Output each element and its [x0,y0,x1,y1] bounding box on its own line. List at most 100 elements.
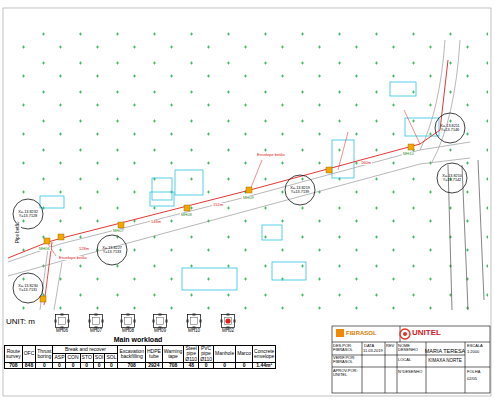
table-cell: 2924 [145,362,162,368]
table-text: PVC pipe Ø110 [200,345,212,362]
manhole-detail: MH09 [147,313,173,334]
table-cell: HDPE tube [145,346,162,363]
manhole-symbol [88,313,104,329]
table-text: SOI [95,354,104,360]
table-cell: 0 [236,362,253,368]
table-cell: 0 [105,362,118,368]
table-cell: 848 [22,362,36,368]
title-cell: 11.03.2019 [363,349,383,353]
table-cell: Excavation backfilling [118,346,145,363]
table-cell: SOI [93,354,105,362]
detail-circles [13,113,467,303]
red-note: Envelope betão [58,256,88,260]
street-name: Pipe betão [16,220,21,244]
table-cell: Concrete envelope [253,346,276,363]
table-text: 708 [169,362,177,368]
manhole-symbol [220,313,236,329]
table-text: Steel pipe Ø110 [185,345,197,362]
table-cell: STO [80,354,93,362]
table-text: 0 [72,362,75,368]
table-text: Excavation backfilling [119,348,143,359]
table-cell: 48 [184,362,199,368]
coordinate-callout: X=-13.8211 Y=13.7146 [437,124,463,132]
table-text: HDPE tube [147,348,161,359]
table-text: 2924 [148,362,159,368]
table-cell: Break and recover [53,346,118,354]
manhole-markers [40,144,414,302]
table-text: Warning tape [164,348,182,359]
distance-label: 146m [150,220,162,224]
table-cell: 0 [80,362,93,368]
title-block-grid [332,326,490,393]
title-cell: LOCAL [398,358,411,362]
table-cell: SOL [105,354,118,362]
table-text: Break and recover [65,346,106,352]
table-cell: 0 [93,362,105,368]
title-cell: VERIF.POR: FIBRASOL [333,356,361,365]
table-text: 48 [188,362,194,368]
unit-note: UNIT: m [6,318,35,327]
table-text: Marco [237,350,251,356]
table-text: 0 [110,362,113,368]
table-text: Manhole [215,350,234,356]
title-cell: APROV.POR: UNITEL [333,369,361,378]
distance-label: 152m [212,203,224,207]
table-row: Route surveyOFCThrust boringBreak and re… [5,346,276,354]
manhole-detail: MH06 [49,313,75,334]
table-text: 708 [9,362,17,368]
logos [336,329,410,339]
drawing-name: MARIA TERESA [425,348,466,354]
table-text: 848 [25,362,33,368]
tree-symbols [8,20,488,310]
table-text: 0 [43,362,46,368]
table-cell: 0 [36,362,53,368]
manhole-symbol [54,313,70,329]
title-cell: NOME DESENHO [398,344,424,353]
manhole-tag: MH08 [180,213,193,217]
title-cell: 1:2000 [467,350,479,354]
table-text: 0 [85,362,88,368]
table-text: 708 [128,362,136,368]
title-cell: 02/05 [467,377,477,381]
manhole-tag: MH10 [402,152,415,156]
title-cell: DATA [364,344,374,348]
table-text: 0 [98,362,101,368]
table-text: 1.44m³ [256,362,272,368]
manhole-symbol [186,313,202,329]
manhole-label: MH09 [147,329,173,334]
table-text: CON [67,354,78,360]
table-text: 0 [58,362,61,368]
table-text: OFC [24,350,35,356]
manhole-label: MH08 [115,329,141,334]
table-cell: ASP [53,354,66,362]
manhole-tag: MH09 [242,196,255,200]
manhole-tag: MH06 [38,247,51,251]
leader-lines [48,110,420,256]
manhole-detail: MH02 [215,313,241,334]
table-title: Main workload [114,336,163,344]
manhole-symbol [152,313,168,329]
table-cell: OFC [22,346,36,363]
table-cell: CON [66,354,80,362]
manhole-detail: MH08 [115,313,141,334]
fiber-route [8,60,448,258]
red-note: Envelope betão [256,153,286,157]
table-cell: 708 [162,362,183,368]
manhole-tag: MH07 [112,229,125,233]
distance-label: 160m [360,161,372,165]
title-cell: N°DESENHO [398,370,422,374]
table-cell: 708 [118,362,145,368]
distance-label: 128m [78,247,90,251]
table-cell: 708 [5,362,23,368]
table-cell: 0 [53,362,66,368]
table-cell: PVC pipe Ø110 [199,346,214,363]
table-cell: Marco [236,346,253,363]
table-row: 7088480000007082924708480001.44m³ [5,362,276,368]
table-text: Route survey [6,348,21,359]
title-cell: DES.POR: FIBRASOL [333,344,361,353]
table-text: Concrete envelope [254,348,274,359]
fiber-branch [44,242,52,305]
manhole-detail: MH07 [83,313,109,334]
title-cell: ESCALA [467,344,483,348]
client-logo: UNITEL [412,329,441,338]
